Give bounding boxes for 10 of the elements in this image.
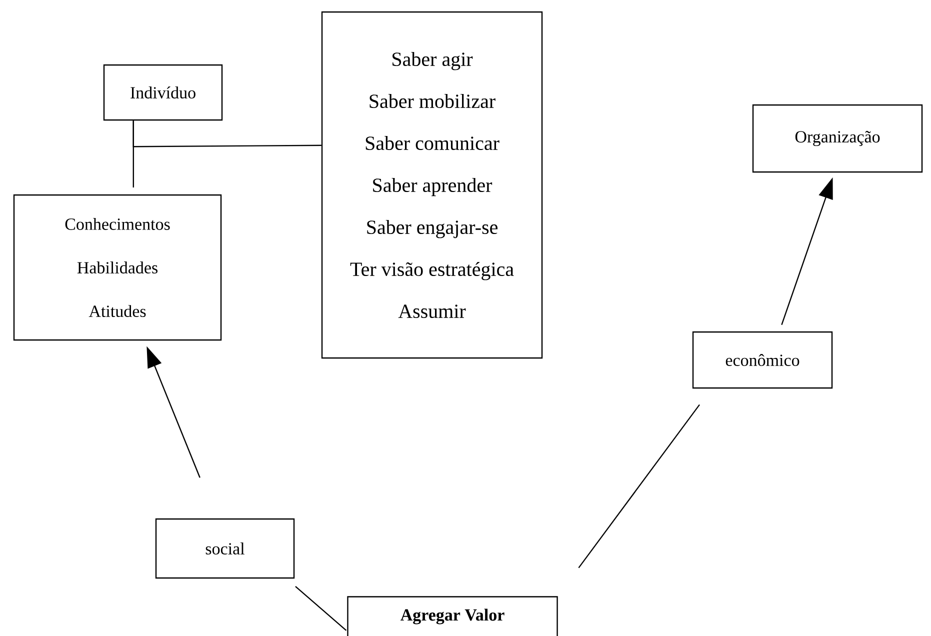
connector-line (295, 586, 347, 631)
connector-line (132, 120, 322, 148)
value-type-box: econômico (692, 331, 833, 389)
organization-box: Organização (752, 104, 923, 173)
value-box: Agregar Valor (347, 596, 558, 636)
connector-line (578, 404, 700, 568)
value-type-box: social (155, 518, 295, 579)
person-box: Indivíduo (103, 64, 223, 121)
skills-list-box: Saber agir Saber mobilizar Saber comunicar Saber aprender Saber engajar-se Ter visão estratégica Assumir (321, 11, 543, 359)
competence-box: Conhecimentos Habilidades Atitudes (13, 194, 222, 341)
